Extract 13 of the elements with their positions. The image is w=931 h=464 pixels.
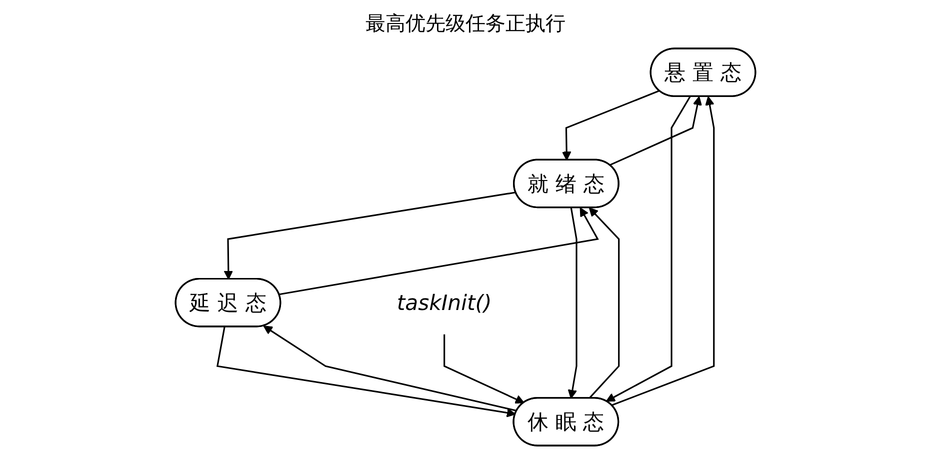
arrow [588, 207, 620, 399]
arrow [444, 334, 524, 404]
node-text: taskInit() [396, 290, 492, 316]
arrow [279, 207, 599, 296]
arrow [606, 96, 691, 402]
arrow [263, 326, 518, 412]
diagram-title: 最高优先级任务正执行 [364, 10, 566, 37]
arrow [611, 96, 715, 406]
arrow [216, 326, 516, 418]
arrow [562, 90, 660, 161]
arrow [224, 192, 516, 280]
arrow [568, 208, 578, 399]
arrow [609, 96, 702, 166]
